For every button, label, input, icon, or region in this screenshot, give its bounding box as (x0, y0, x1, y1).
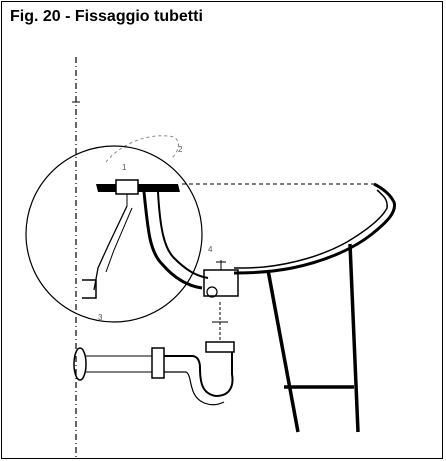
flex-hose (93, 205, 128, 291)
inlet-tube-inner (157, 191, 209, 279)
outlet-nut (206, 286, 218, 298)
figure-caption: Fig. 20 - Fissaggio tubetti (10, 8, 203, 25)
ref-label-4: 4 (208, 245, 213, 254)
bowl-inner (233, 189, 388, 269)
bowl-outer (233, 182, 397, 275)
ref-label-1: 1 (122, 163, 127, 172)
detail-circle (25, 145, 203, 323)
ref-label-3: 3 (98, 313, 103, 322)
ref-label-2: 2 (178, 145, 183, 154)
trap-cap (205, 341, 235, 353)
inlet-tube-outer (142, 191, 203, 290)
drain-connector (151, 347, 165, 379)
drain-trap (164, 352, 234, 398)
drain-flange (73, 347, 87, 381)
outlet-fitting (203, 269, 239, 297)
pedestal-left (266, 269, 300, 433)
wall-valve (82, 279, 97, 299)
pedestal-right (348, 243, 360, 433)
tap-body (115, 179, 139, 195)
tap-outline-upper (105, 135, 179, 163)
